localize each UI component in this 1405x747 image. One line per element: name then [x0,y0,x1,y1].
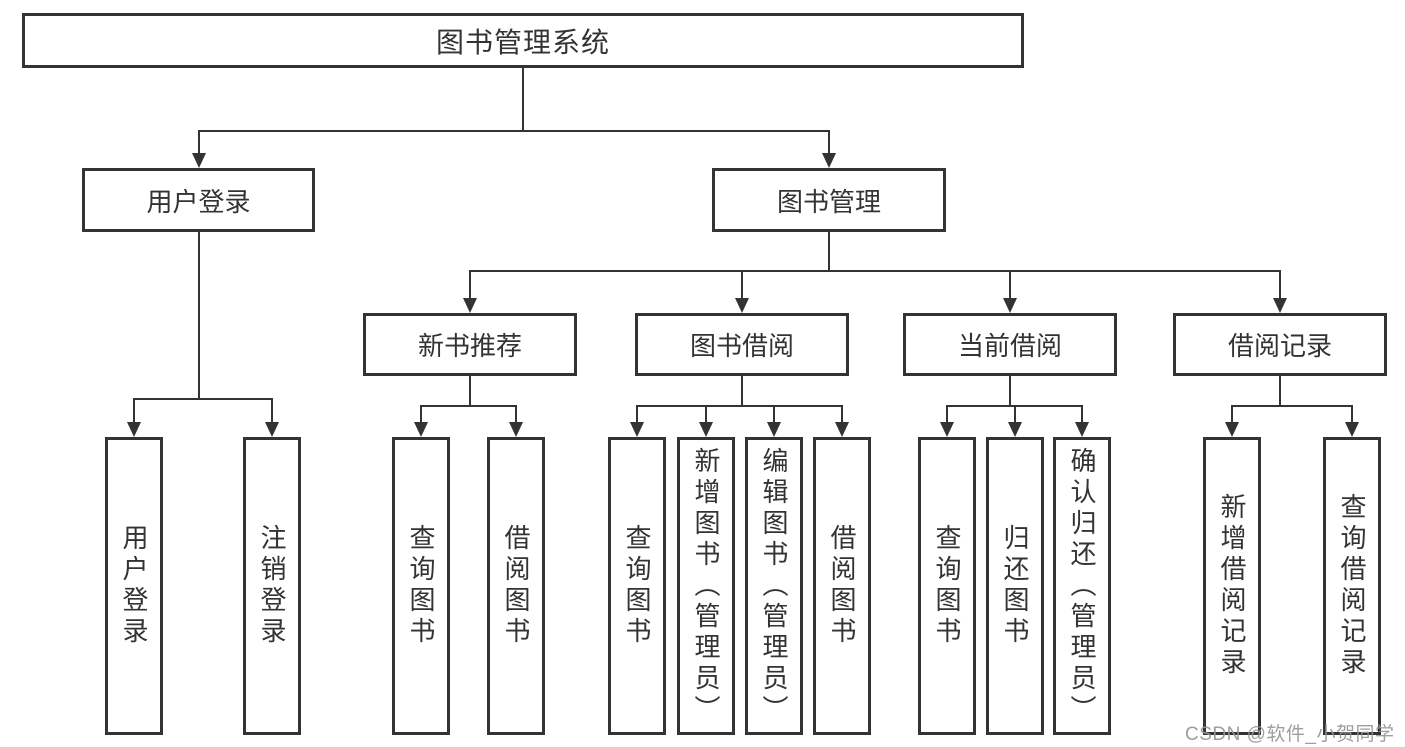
connector-arrow-shaft [469,270,471,299]
node-label: 图书管理 [776,186,881,217]
arrow-down-icon [940,422,954,437]
connector-records-rail [1231,405,1353,407]
connector-arrow-shaft [1014,405,1016,424]
connector-new-rec-stem [469,376,471,405]
leaf-add-borrow-record: 新增借阅记录 [1203,437,1261,735]
node-label: 图书管理系统 [435,26,610,58]
node-book-management: 图书管理 [712,168,946,232]
connector-book-mgmt-stem [828,232,830,270]
node-label: 查询图书 [622,524,652,648]
leaf-return-book: 归还图书 [986,437,1044,735]
leaf-borrow-books-borrowing: 借阅图书 [813,437,871,735]
arrow-down-icon [1003,298,1017,313]
connector-user-login-rail [133,398,273,400]
connector-book-mgmt-rail [469,270,1281,272]
leaf-query-books-current: 查询图书 [918,437,976,735]
node-label: 用户登录 [119,524,149,648]
node-library-management-system: 图书管理系统 [22,13,1024,68]
arrow-down-icon [509,422,523,437]
arrow-down-icon [1273,298,1287,313]
connector-arrow-shaft [198,130,200,154]
connector-arrow-shaft [271,398,273,423]
arrow-down-icon [463,298,477,313]
connector-arrow-shaft [705,405,707,424]
arrow-down-icon [835,422,849,437]
arrow-down-icon [1225,422,1239,437]
arrow-down-icon [1008,422,1022,437]
leaf-query-borrow-record: 查询借阅记录 [1323,437,1381,735]
node-label: 确认归还（管理员） [1067,446,1097,726]
connector-arrow-shaft [1009,270,1011,299]
node-label: 借阅图书 [501,524,531,648]
connector-new-rec-rail [420,405,517,407]
connector-arrow-shaft [946,405,948,424]
node-label: 归还图书 [1000,524,1030,648]
leaf-confirm-return-admin: 确认归还（管理员） [1053,437,1111,735]
node-label: 查询图书 [406,524,436,648]
connector-user-login-stem [198,232,200,398]
leaf-query-books-recommend: 查询图书 [392,437,450,735]
connector-arrow-shaft [1081,405,1083,424]
node-label: 图书借阅 [689,331,794,361]
arrow-down-icon [265,422,279,437]
connector-arrow-shaft [1279,270,1281,299]
leaf-edit-book-admin: 编辑图书（管理员） [745,437,803,735]
csdn-watermark: CSDN @软件_小贺同学 [1185,724,1395,745]
node-label: 借阅图书 [827,524,857,648]
arrow-down-icon [699,422,713,437]
connector-arrow-shaft [133,398,135,423]
node-current-borrowing: 当前借阅 [903,313,1117,376]
connector-arrow-shaft [420,405,422,424]
leaf-add-book-admin: 新增图书（管理员） [677,437,735,735]
node-label: 用户登录 [146,186,251,217]
leaf-user-login: 用户登录 [105,437,163,735]
node-label: 查询借阅记录 [1337,493,1367,679]
node-label: 注销登录 [257,524,287,648]
node-label: 新增借阅记录 [1217,493,1247,679]
arrow-down-icon [1345,422,1359,437]
connector-records-stem [1279,376,1281,405]
arrow-down-icon [192,153,206,168]
connector-arrow-shaft [741,270,743,299]
node-label: 借阅记录 [1227,331,1332,361]
node-borrowing-records: 借阅记录 [1173,313,1387,376]
arrow-down-icon [127,422,141,437]
connector-arrow-shaft [636,405,638,424]
connector-root-rail [198,130,830,132]
node-new-book-recommend: 新书推荐 [363,313,577,376]
connector-root-stem [522,68,524,130]
node-label: 新书推荐 [417,331,522,361]
connector-borrowing-stem [741,376,743,405]
node-label: 编辑图书（管理员） [759,446,789,726]
node-user-login: 用户登录 [82,168,315,232]
leaf-logout: 注销登录 [243,437,301,735]
arrow-down-icon [1075,422,1089,437]
arrow-down-icon [822,153,836,168]
connector-arrow-shaft [515,405,517,424]
node-label: 查询图书 [932,524,962,648]
arrow-down-icon [735,298,749,313]
arrow-down-icon [767,422,781,437]
connector-arrow-shaft [828,130,830,154]
connector-current-stem [1009,376,1011,405]
leaf-borrow-books-recommend: 借阅图书 [487,437,545,735]
connector-arrow-shaft [1231,405,1233,424]
connector-arrow-shaft [773,405,775,424]
node-label: 新增图书（管理员） [691,446,721,726]
node-label: 当前借阅 [957,331,1062,361]
connector-arrow-shaft [841,405,843,424]
connector-arrow-shaft [1351,405,1353,424]
arrow-down-icon [414,422,428,437]
leaf-query-books-borrowing: 查询图书 [608,437,666,735]
node-book-borrowing: 图书借阅 [635,313,849,376]
arrow-down-icon [630,422,644,437]
connector-borrowing-rail [636,405,843,407]
